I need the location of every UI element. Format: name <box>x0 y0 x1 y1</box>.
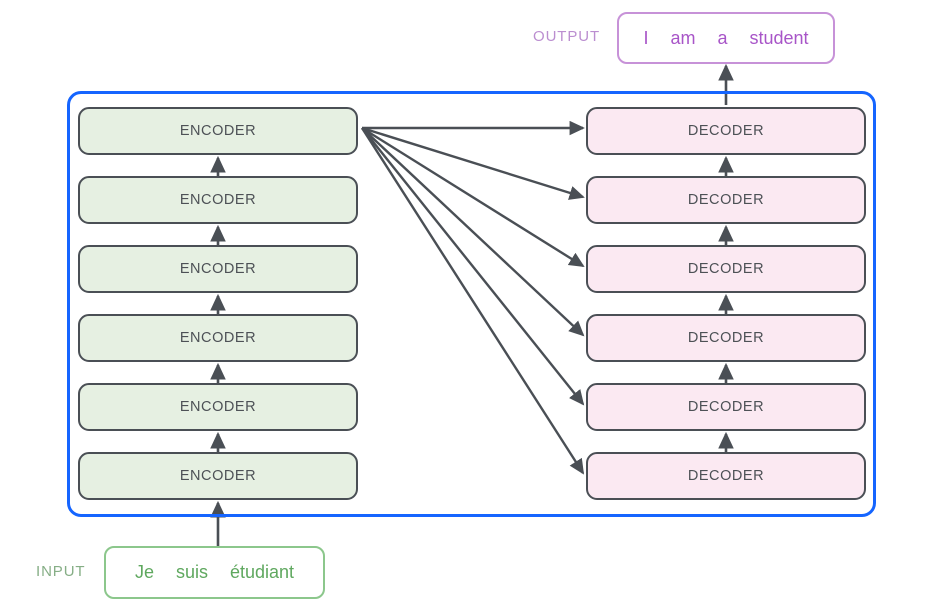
input-box[interactable]: Je suis étudiant <box>104 546 325 599</box>
encoder-block-label: ENCODER <box>179 468 257 484</box>
decoder-block-label: DECODER <box>687 468 765 484</box>
input-label: INPUT <box>36 563 86 580</box>
output-token: am <box>670 27 696 48</box>
decoder-block-2[interactable]: DECODER <box>586 176 866 224</box>
encoder-block-label: ENCODER <box>179 399 257 415</box>
input-token: étudiant <box>229 562 295 582</box>
decoder-block-1[interactable]: DECODER <box>586 107 866 155</box>
output-token: I <box>643 27 649 48</box>
input-token: suis <box>175 562 208 582</box>
encoder-block-4[interactable]: ENCODER <box>78 314 358 362</box>
decoder-block-label: DECODER <box>687 399 765 415</box>
input-token-row: Je suis étudiant <box>135 562 294 583</box>
encoder-block-3[interactable]: ENCODER <box>78 245 358 293</box>
output-token: a <box>717 27 728 48</box>
input-token: Je <box>134 562 154 582</box>
encoder-block-label: ENCODER <box>179 192 257 208</box>
encoder-block-1[interactable]: ENCODER <box>78 107 358 155</box>
output-token: student <box>749 27 809 48</box>
model-container <box>67 91 876 517</box>
output-box[interactable]: I am a student <box>617 12 835 64</box>
encoder-block-5[interactable]: ENCODER <box>78 383 358 431</box>
decoder-block-label: DECODER <box>687 261 765 277</box>
decoder-block-5[interactable]: DECODER <box>586 383 866 431</box>
encoder-block-label: ENCODER <box>179 330 257 346</box>
decoder-block-3[interactable]: DECODER <box>586 245 866 293</box>
encoder-block-label: ENCODER <box>179 261 257 277</box>
encoder-block-label: ENCODER <box>179 123 257 139</box>
decoder-block-label: DECODER <box>687 192 765 208</box>
output-label: OUTPUT <box>533 28 601 45</box>
encoder-block-2[interactable]: ENCODER <box>78 176 358 224</box>
decoder-block-4[interactable]: DECODER <box>586 314 866 362</box>
encoder-block-6[interactable]: ENCODER <box>78 452 358 500</box>
decoder-block-6[interactable]: DECODER <box>586 452 866 500</box>
decoder-block-label: DECODER <box>687 330 765 346</box>
output-token-row: I am a student <box>643 28 808 49</box>
decoder-block-label: DECODER <box>687 123 765 139</box>
